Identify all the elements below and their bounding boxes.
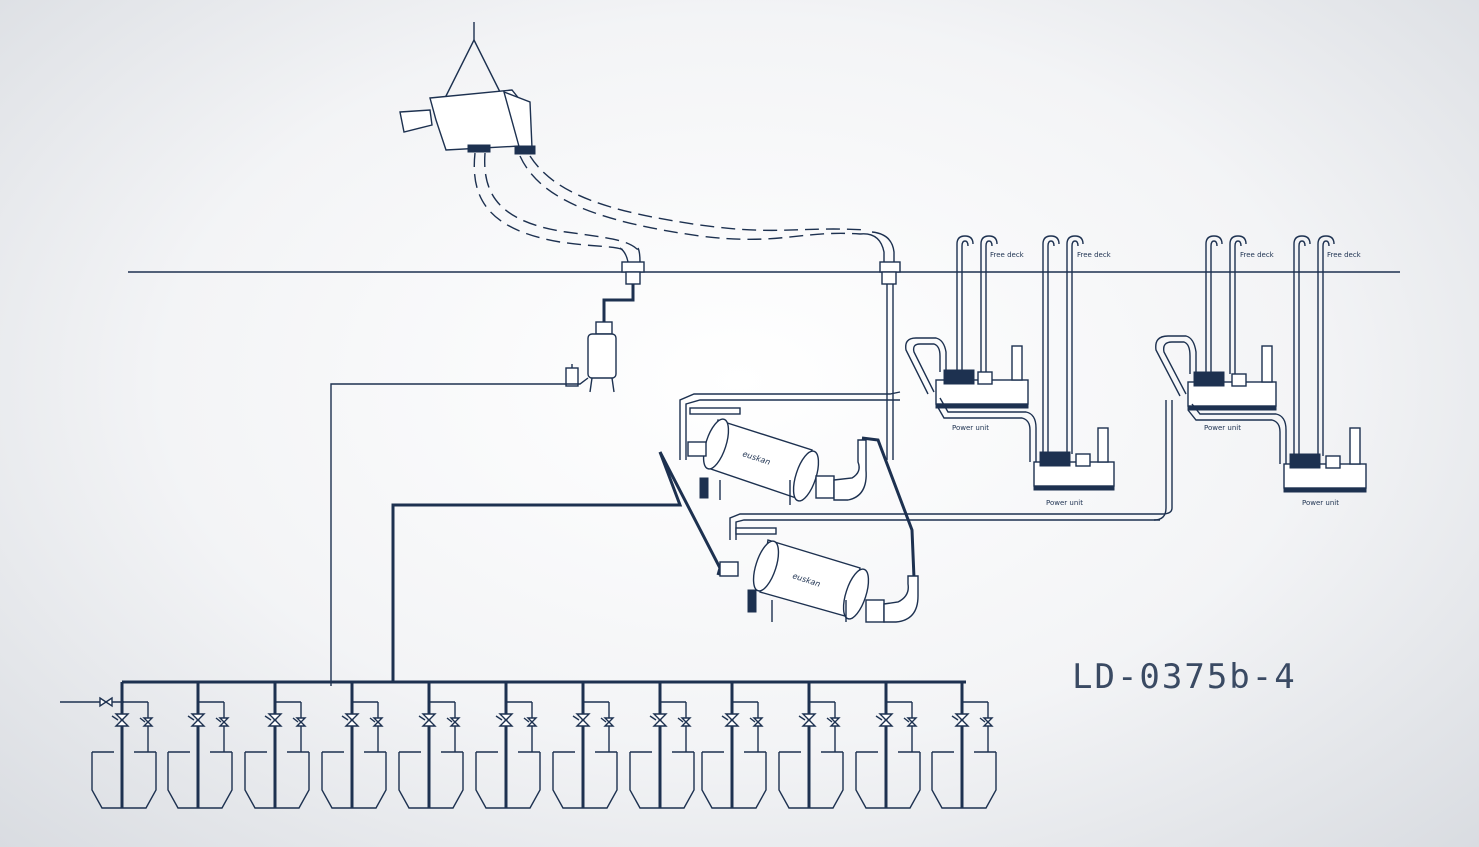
tank xyxy=(91,682,157,809)
deck-fitting-left xyxy=(621,261,645,273)
power-unit-label-1: Power unit xyxy=(952,424,989,432)
separator-lower: euskan xyxy=(719,513,1162,623)
power-unit-label-3: Power unit xyxy=(1204,424,1241,432)
tank xyxy=(931,682,997,809)
power-unit-group-b: Free deck Free deck Power unit Power uni… xyxy=(1153,235,1367,521)
thin-line-to-manifold xyxy=(330,377,589,686)
outlet-pipe xyxy=(861,436,916,579)
tank xyxy=(552,682,618,809)
separator-upper: euskan xyxy=(679,391,901,505)
free-deck-label-4: Free deck xyxy=(1327,251,1362,259)
main-return-pipe xyxy=(391,451,683,682)
free-deck-label-3: Free deck xyxy=(1240,251,1275,259)
tank xyxy=(321,682,387,809)
tank-row xyxy=(91,682,997,809)
tank xyxy=(244,682,310,809)
feed-tank xyxy=(565,321,617,393)
manifold xyxy=(60,680,966,808)
free-deck-label-1: Free deck xyxy=(990,251,1025,259)
dashed-hoses xyxy=(473,152,895,263)
pipe-to-feed-tank xyxy=(602,284,635,322)
free-deck-label-2: Free deck xyxy=(1077,251,1112,259)
tank xyxy=(475,682,541,809)
tank xyxy=(629,682,695,809)
tank xyxy=(167,682,233,809)
deck-fitting-right xyxy=(879,261,901,273)
hopper-unit xyxy=(399,22,536,155)
tank xyxy=(855,682,921,809)
tank xyxy=(701,682,767,809)
tank xyxy=(778,682,844,809)
power-unit-label-2: Power unit xyxy=(1046,499,1083,507)
power-unit-label-4: Power unit xyxy=(1302,499,1339,507)
drawing-code: LD-0375b-4 xyxy=(1072,657,1297,697)
tank xyxy=(398,682,464,809)
power-unit-group-a: Free deck Free deck Power unit Power uni… xyxy=(905,235,1115,507)
